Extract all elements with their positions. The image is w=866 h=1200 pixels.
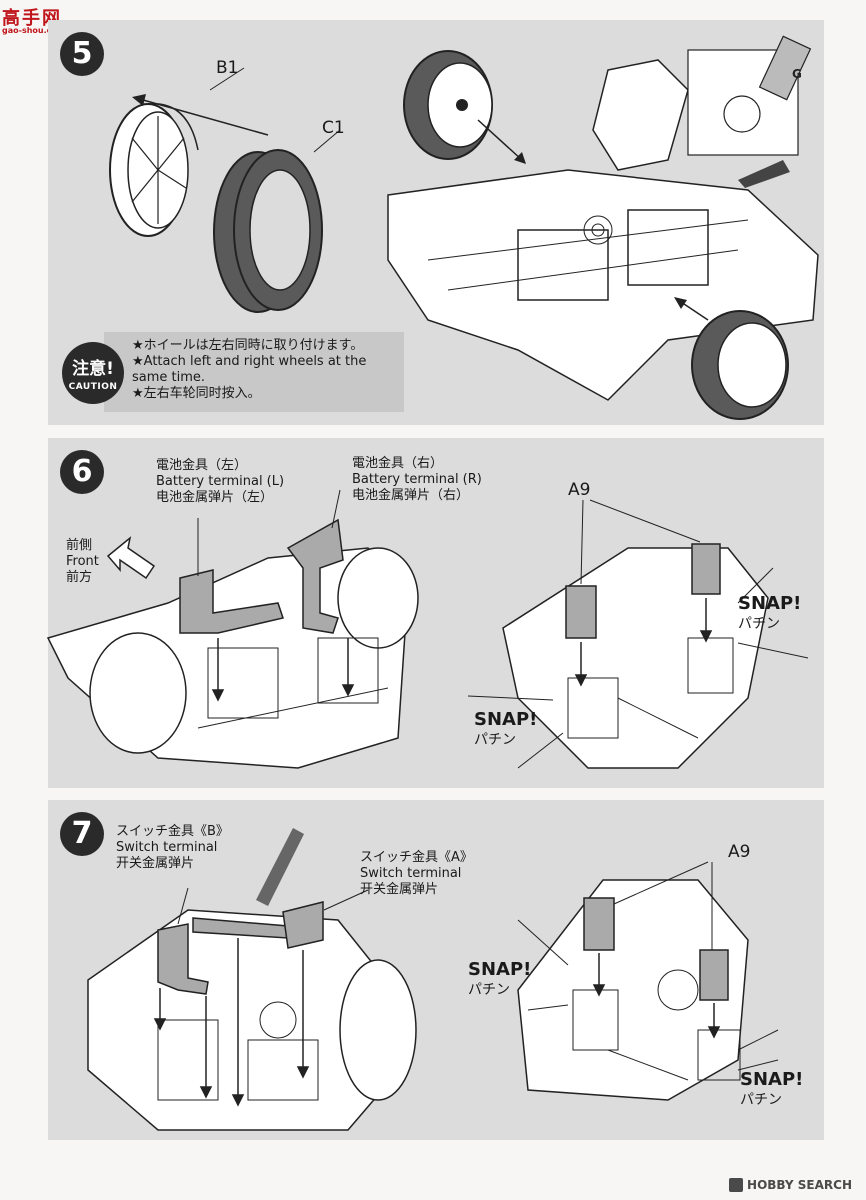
snap-main: SNAP! (468, 959, 532, 980)
label-cn: 前方 (66, 570, 93, 585)
snap-sub: パチン (474, 732, 516, 748)
battery-terminal-left-label: 電池金具（左） Battery terminal (L) 电池金属弹片（左） (156, 458, 284, 506)
snap-sub: パチン (468, 982, 510, 998)
label-cn: 电池金属弹片（右） (352, 488, 470, 503)
step-5-illustration: G (109, 35, 819, 420)
snap-label: SNAP! パチン (740, 1070, 803, 1110)
label-ja: スイッチ金具《B》 (116, 824, 229, 839)
snap-sub: パチン (740, 1092, 782, 1108)
label-cn: 电池金属弹片（左） (156, 490, 274, 505)
step-6-panel: 6 (46, 438, 824, 788)
snap-label: SNAP! パチン (474, 710, 537, 750)
caution-badge-sub: CAUTION (68, 382, 118, 392)
site-logo-url: gao-shou.com (2, 26, 66, 35)
label-ja: 電池金具（右） (352, 456, 444, 471)
caution-badge-main: 注意! (72, 359, 114, 379)
part-label-a9: A9 (728, 842, 751, 862)
step-7-illustration (87, 828, 779, 1131)
snap-label: SNAP! パチン (468, 960, 531, 1000)
caution-line: same time. (132, 370, 206, 385)
site-logo-name: 高手网 (2, 8, 62, 29)
site-logo: 高手网 gao-shou.com (2, 4, 74, 36)
caution-line: ★左右车轮同时按入。 (132, 386, 261, 401)
step-7-number: 7 (60, 812, 104, 856)
label-en: Switch terminal (116, 840, 218, 855)
snap-main: SNAP! (474, 709, 538, 730)
label-ja: 前側 (66, 538, 93, 553)
step-5-number: 5 (60, 32, 104, 76)
part-label-a9: A9 (568, 480, 591, 500)
caution-text: ★ホイールは左右同時に取り付けます。 ★Attach left and righ… (132, 338, 366, 402)
step-7-panel: 7 (48, 800, 824, 1140)
switch-terminal-b-label: スイッチ金具《B》 Switch terminal 开关金属弹片 (116, 824, 229, 872)
battery-terminal-right-label: 電池金具（右） Battery terminal (R) 电池金属弹片（右） (352, 456, 482, 504)
label-ja: 電池金具（左） (156, 458, 248, 473)
label-en: Switch terminal (360, 866, 462, 881)
step-5-panel: 5 (48, 20, 824, 425)
hobby-search-watermark: HOBBY SEARCH (729, 1177, 852, 1192)
switch-terminal-a-label: スイッチ金具《A》 Switch terminal 开关金属弹片 (360, 850, 473, 898)
caution-line: ★Attach left and right wheels at the (132, 354, 367, 369)
label-ja: スイッチ金具《A》 (360, 850, 473, 865)
label-en: Front (66, 554, 99, 569)
caution-badge: 注意! CAUTION (62, 342, 124, 404)
front-label: 前側 Front 前方 (66, 538, 99, 586)
caution-line: ★ホイールは左右同時に取り付けます。 (132, 338, 364, 353)
part-label-b1: B1 (216, 58, 239, 78)
watermark-text: HOBBY SEARCH (747, 1177, 852, 1192)
snap-main: SNAP! (738, 593, 802, 614)
label-en: Battery terminal (R) (352, 472, 482, 487)
label-cn: 开关金属弹片 (116, 856, 195, 871)
part-label-c1: C1 (322, 118, 345, 138)
label-cn: 开关金属弹片 (360, 882, 439, 897)
snap-main: SNAP! (740, 1069, 804, 1090)
label-en: Battery terminal (L) (156, 474, 285, 489)
caution-box (104, 332, 404, 412)
snap-sub: パチン (738, 616, 780, 632)
snap-label: SNAP! パチン (738, 594, 801, 634)
hobby-search-logo-icon (729, 1178, 744, 1192)
svg-text:G: G (792, 67, 802, 81)
step-6-illustration (46, 489, 809, 769)
step-6-number: 6 (60, 450, 104, 494)
